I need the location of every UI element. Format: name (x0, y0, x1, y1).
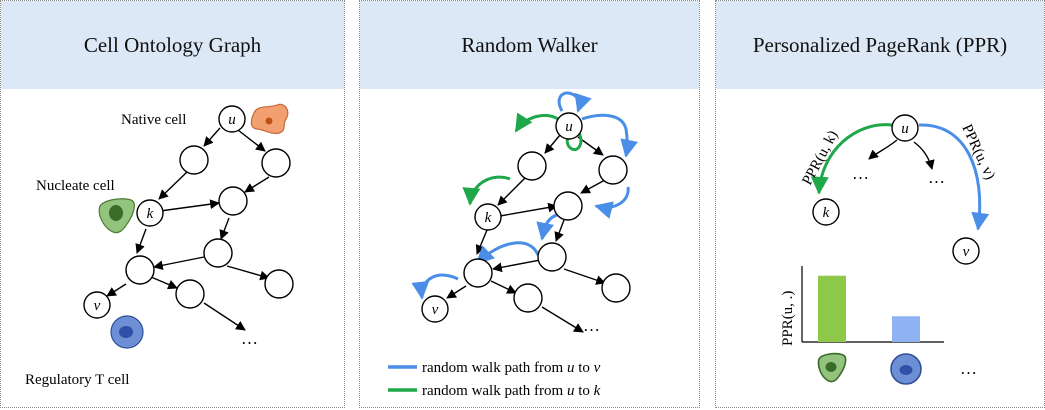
legend-blue-text: random walk path from u to v (422, 360, 601, 376)
green-ppr-arrow (810, 123, 893, 195)
graph-node (513, 283, 543, 313)
blue-ppr-arrow (918, 123, 990, 231)
node-v (952, 237, 980, 265)
walker-nodes (421, 112, 631, 323)
graph-node (553, 191, 583, 221)
graph-node (601, 273, 631, 303)
walker-legend: random walk path from u to v random walk… (388, 360, 601, 399)
random-walker-canvas: u k v … random walk path from u to v ran… (388, 91, 638, 399)
walker-ellipsis: … (583, 316, 600, 335)
graph-node (598, 155, 628, 185)
ppr-bar-chart: PPR(u, .) … (780, 266, 977, 385)
nucleate-cell-icon (98, 198, 135, 234)
graph-node (517, 151, 547, 181)
graph-node (179, 145, 209, 175)
panel-title-cell-ontology-graph: Cell Ontology Graph (1, 1, 344, 89)
nucleate-cell-label: Nucleate cell (36, 178, 115, 194)
chart-y-axis-label: PPR(u, .) (780, 291, 796, 346)
ppr-panel: Personalized PageRank (PPR) u (715, 0, 1045, 408)
node-v-label: v (432, 302, 439, 318)
panel-title-random-walker: Random Walker (360, 1, 699, 89)
node-k (136, 199, 164, 227)
node-v-label: v (94, 298, 101, 314)
node-u-label: u (901, 121, 909, 137)
node-u (891, 114, 919, 142)
chart-category-regulatory-t-cell-icon (890, 353, 922, 385)
graph-node (125, 255, 155, 285)
cell-ontology-graph-panel: Cell Ontology Graph (0, 0, 345, 408)
ppr-edges (868, 139, 935, 170)
node-v-label: v (963, 244, 970, 260)
regulatory-t-cell-label: Regulatory T cell (25, 372, 129, 388)
native-cell-icon (250, 103, 289, 135)
node-v (83, 291, 111, 319)
node-u (555, 112, 583, 140)
graph-node (261, 148, 291, 178)
node-k-label: k (823, 205, 830, 221)
panel-title-ppr: Personalized PageRank (PPR) (716, 1, 1044, 89)
ppr-nodes (812, 114, 980, 265)
chart-bar-regulatory-t-cell (892, 316, 920, 342)
graph-node (537, 242, 567, 272)
graph-edges (106, 127, 270, 331)
node-k (812, 198, 840, 226)
node-k (474, 203, 502, 231)
graph-node (175, 279, 205, 309)
blue-walk-path (411, 91, 638, 300)
ppr-ellipsis-2: … (928, 168, 945, 187)
ppr-canvas: u k v … … PPR(u, k) PPR(u, v) PPR(u, .) … (780, 114, 998, 385)
native-cell-label: Native cell (121, 112, 186, 128)
node-u-label: u (565, 119, 573, 135)
node-k-label: k (147, 206, 154, 222)
chart-category-nucleate-cell-icon (817, 352, 847, 383)
node-u-label: u (228, 112, 236, 128)
random-walker-panel: Random Walker (359, 0, 700, 408)
node-v (421, 295, 449, 323)
chart-bars (818, 275, 920, 342)
node-u (218, 105, 246, 133)
regulatory-t-cell-icon (110, 315, 144, 349)
legend-green-text: random walk path from u to k (422, 383, 601, 399)
node-k-label: k (485, 210, 492, 226)
walker-edges (446, 134, 606, 333)
graph-node (218, 186, 248, 216)
graph-node (463, 258, 493, 288)
chart-category-ellipsis: … (960, 359, 977, 378)
ppr-uv-label: PPR(u, v) (958, 122, 998, 182)
graph-node (203, 238, 233, 268)
graph-nodes (83, 105, 294, 319)
chart-bar-nucleate-cell (818, 275, 846, 342)
ppr-ellipsis-1: … (852, 164, 869, 183)
cell-ontology-graph-canvas: u k v … Native cell Nucleate cell Regula… (25, 103, 294, 388)
graph-node (264, 269, 294, 299)
graph-ellipsis: … (241, 329, 258, 348)
